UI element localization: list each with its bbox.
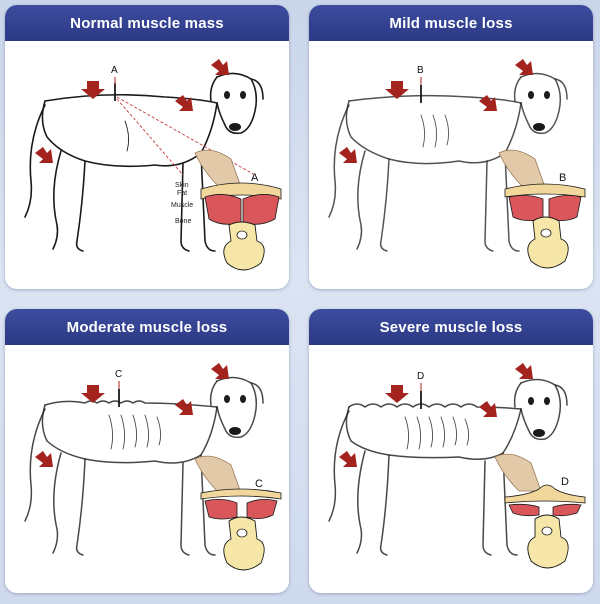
marker-label: A	[111, 65, 118, 76]
inset-label: A	[251, 172, 259, 184]
marker-label: B	[417, 65, 424, 76]
cross-section-inset	[194, 455, 282, 571]
cross-section-inset	[494, 453, 586, 569]
severe-loss-dog-illustration: D D	[328, 363, 586, 569]
cross-section-inset	[498, 149, 586, 269]
assessment-arrows	[35, 59, 229, 163]
layer-label-muscle: Muscle	[171, 202, 193, 209]
dog-nose	[229, 123, 241, 131]
panel-normal-muscle-mass: Normal muscle mass	[5, 5, 289, 289]
marker-label: C	[115, 369, 122, 380]
cross-section-inset	[194, 149, 282, 271]
moderate-loss-dog-illustration: C C	[24, 363, 282, 571]
dog-eye	[224, 91, 230, 99]
inset-label: C	[255, 478, 263, 490]
panel-title: Normal muscle mass	[5, 5, 289, 41]
layer-label-fat: Fat	[177, 190, 187, 197]
layer-label-bone: Bone	[175, 218, 191, 225]
panel-title: Moderate muscle loss	[5, 309, 289, 345]
panel-title: Severe muscle loss	[309, 309, 593, 345]
panel-title: Mild muscle loss	[309, 5, 593, 41]
panel-mild-muscle-loss: Mild muscle loss B	[309, 5, 593, 289]
panel-moderate-muscle-loss: Moderate muscle loss	[5, 309, 289, 593]
normal-dog-illustration: A A Skin Fat Muscle Bone	[24, 59, 282, 271]
inset-label: D	[561, 476, 569, 488]
panel-severe-muscle-loss: Severe muscle loss	[309, 309, 593, 593]
marker-label: D	[417, 371, 424, 382]
mild-loss-dog-illustration: B B	[328, 59, 586, 269]
layer-label-skin: Skin	[175, 182, 189, 189]
inset-label: B	[559, 172, 566, 184]
